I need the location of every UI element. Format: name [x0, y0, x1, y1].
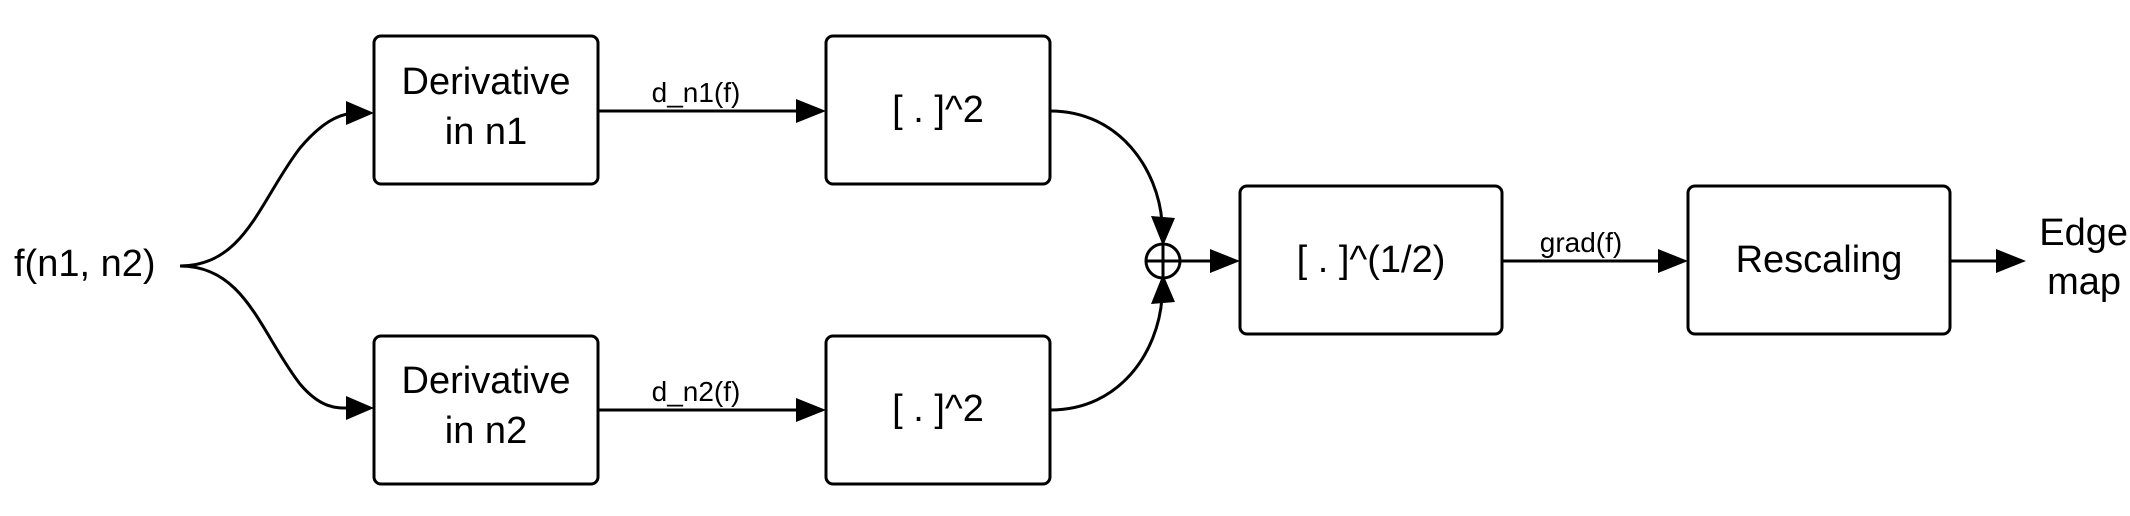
- edge-label-grad: grad(f): [1540, 227, 1622, 258]
- sum-icon: [1144, 242, 1182, 280]
- block-rescaling: Rescaling: [1686, 184, 1952, 336]
- block-square-bottom-label: [ . ]^2: [892, 388, 984, 430]
- edge-label-d-n2: d_n2(f): [652, 376, 741, 407]
- block-derivative-n1-line2: in n1: [445, 111, 527, 153]
- arrowhead-sqrt: [1210, 249, 1240, 273]
- input-label: f(n1, n2): [14, 243, 156, 285]
- wire-square-bottom-to-sum: [1049, 297, 1164, 412]
- block-square-top-label: [ . ]^2: [892, 89, 984, 131]
- output-label-line1: Edge: [2039, 212, 2128, 254]
- block-rescaling-label: Rescaling: [1736, 239, 1903, 281]
- edge-label-d-n1: d_n1(f): [652, 77, 741, 108]
- block-derivative-n2-line2: in n2: [445, 410, 527, 452]
- arrowhead-output: [1996, 249, 2026, 273]
- arrowhead-sum-top: [1151, 216, 1175, 246]
- output-label-line2: map: [2047, 261, 2121, 303]
- arrowhead-rescaling: [1658, 249, 1688, 273]
- arrowhead-sum-bottom: [1151, 274, 1175, 304]
- arrowhead-deriv-n1: [346, 101, 374, 125]
- arrowhead-square-top: [796, 99, 826, 123]
- block-derivative-n2-line1: Derivative: [402, 360, 571, 402]
- wire-input-to-deriv-n2: [179, 264, 353, 410]
- wire-input-to-deriv-n1: [179, 111, 353, 268]
- wire-square-top-to-sum: [1049, 109, 1164, 223]
- arrowhead-square-bottom: [796, 398, 826, 422]
- block-derivative-n2: Derivative in n2: [372, 334, 600, 486]
- block-square-bottom: [ . ]^2: [824, 334, 1052, 486]
- block-derivative-n1: Derivative in n1: [372, 34, 600, 186]
- block-derivative-n1-line1: Derivative: [402, 61, 571, 103]
- block-sqrt-label: [ . ]^(1/2): [1297, 239, 1446, 281]
- block-sqrt: [ . ]^(1/2): [1238, 184, 1504, 336]
- arrowhead-deriv-n2: [346, 396, 374, 420]
- block-square-top: [ . ]^2: [824, 34, 1052, 186]
